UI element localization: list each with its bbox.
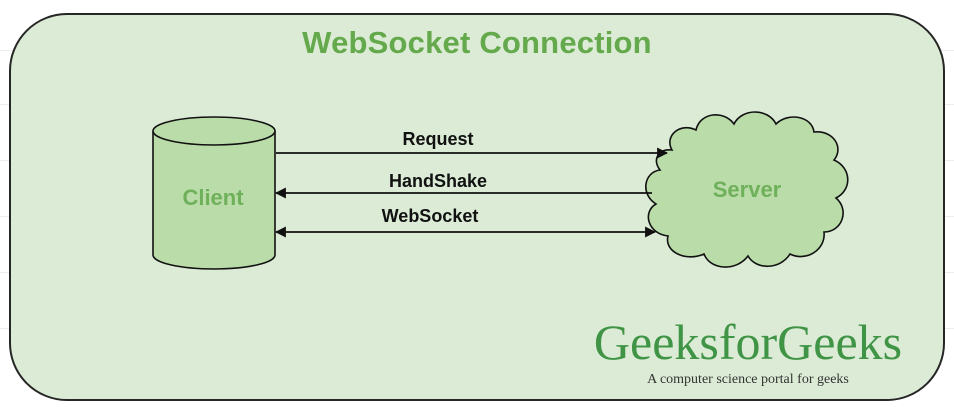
brand-logo-text: GeeksforGeeks [593,314,903,370]
client-node [152,116,276,270]
server-cloud-shape [645,111,849,268]
client-cylinder-body [152,131,276,270]
request-label: Request [402,129,474,149]
server-label: Server [712,177,782,202]
handshake-label: HandShake [388,171,488,191]
client-label: Client [182,185,244,210]
server-node [645,111,849,268]
brand-tagline: A computer science portal for geeks [647,372,849,387]
websocket-label: WebSocket [381,206,479,226]
client-cylinder-top [152,116,276,146]
diagram-title: WebSocket Connection [302,25,652,60]
